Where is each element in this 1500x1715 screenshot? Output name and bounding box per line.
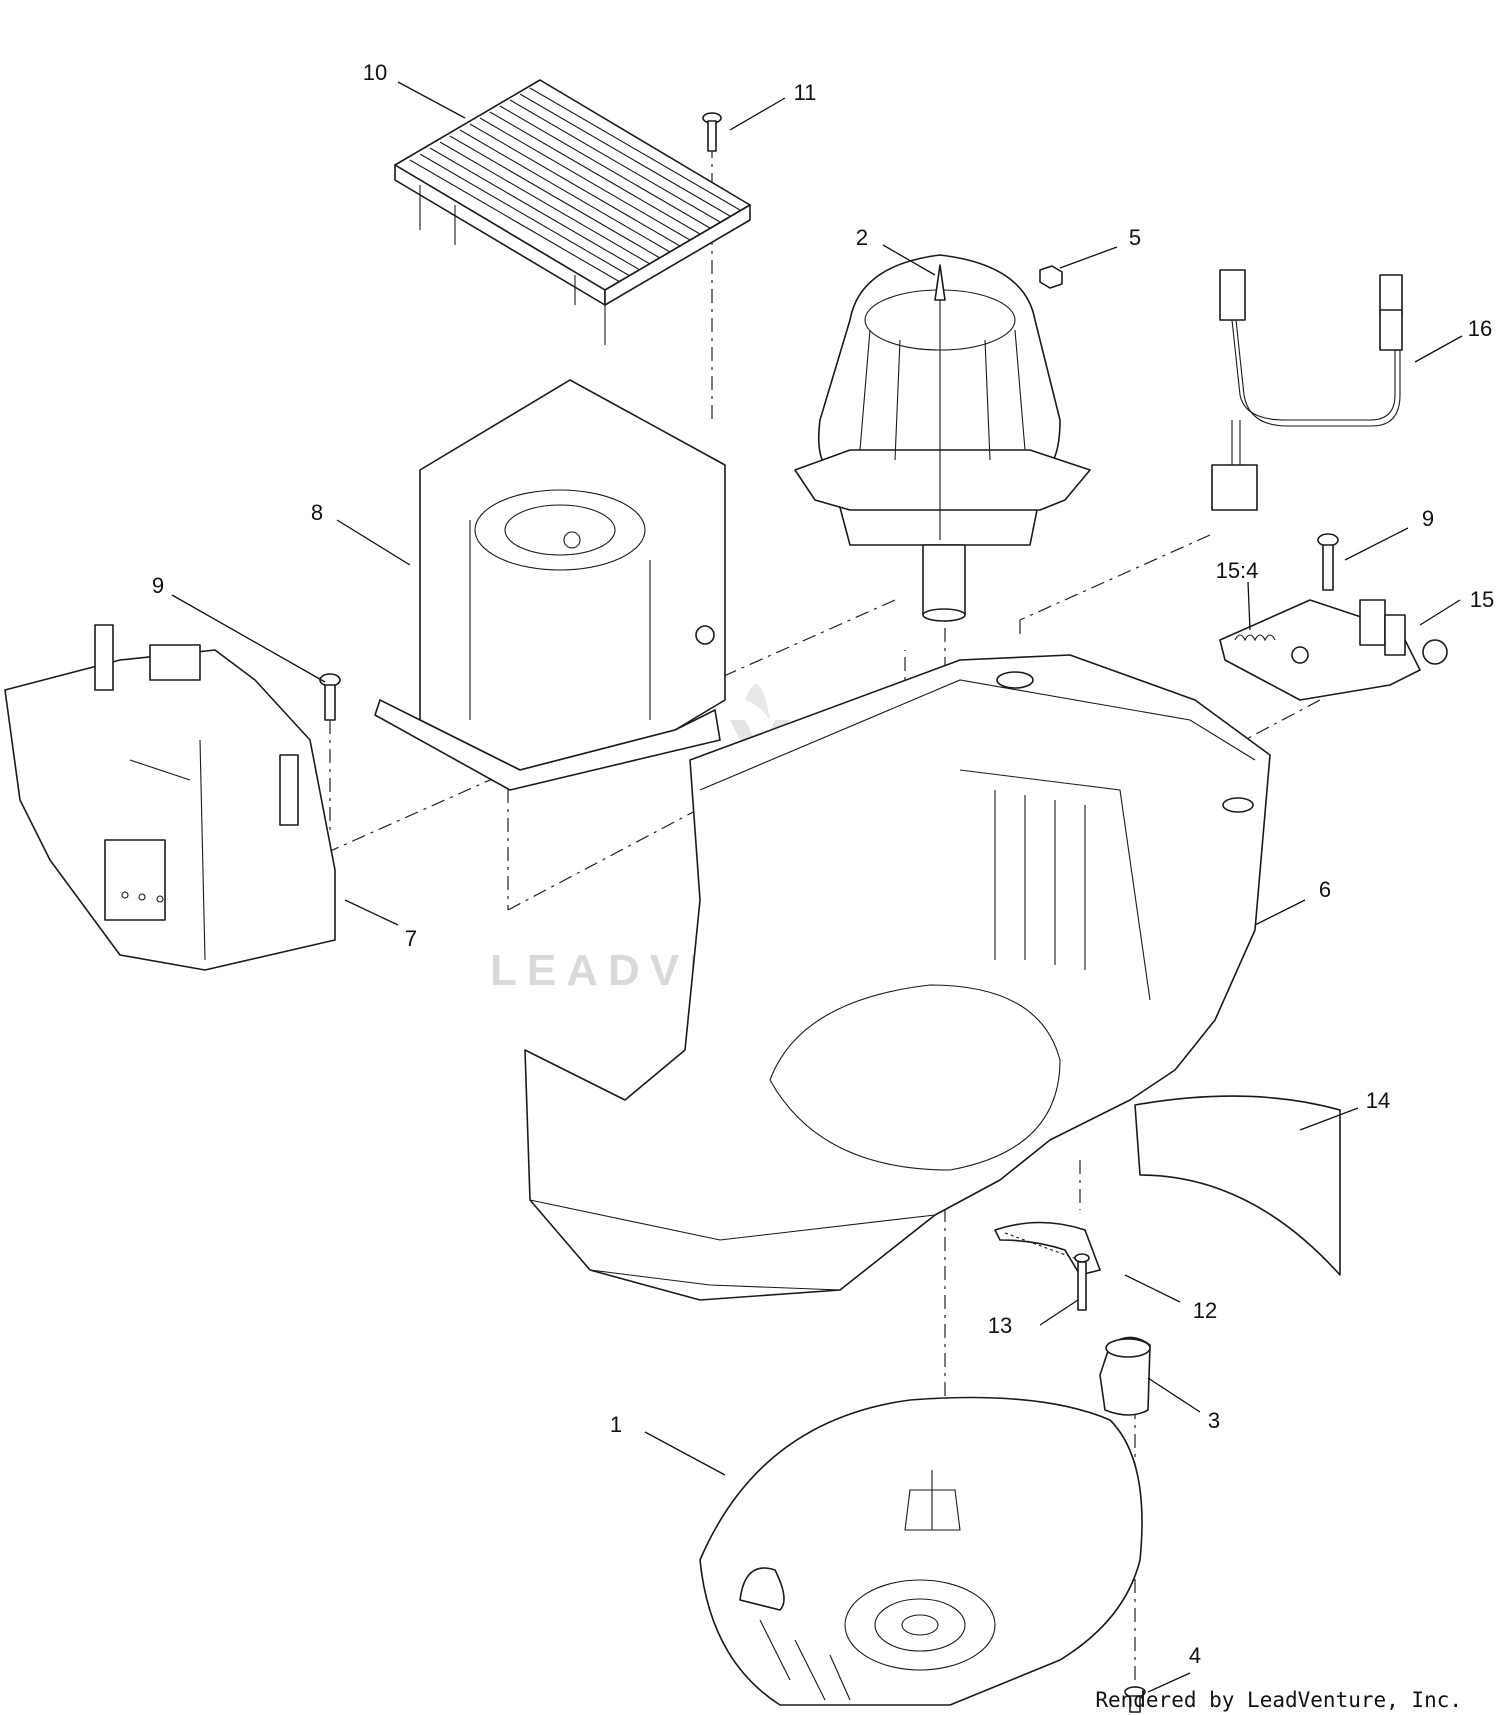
callout-6: 6 (1319, 877, 1331, 902)
callout-4: 4 (1189, 1643, 1201, 1668)
part-4-screw (1124, 1686, 1146, 1713)
part-3-knob (1099, 1336, 1151, 1416)
callout-2: 2 (856, 225, 868, 250)
callout-14: 14 (1366, 1088, 1390, 1113)
part-6-housing (524, 654, 1271, 1301)
part-13-screw (1074, 1253, 1090, 1311)
part-9-screw-left (319, 673, 341, 721)
callout-11: 11 (794, 80, 817, 105)
callout-10: 10 (363, 60, 387, 85)
part-11-screw (702, 112, 722, 152)
part-8-fan-shroud (374, 379, 726, 791)
part-2-motor (794, 254, 1091, 622)
callout-9-left: 9 (152, 573, 164, 598)
callout-labels: 10 11 2 5 16 8 9 9 15:4 15 6 7 14 13 12 … (152, 60, 1494, 1668)
callout-3: 3 (1208, 1408, 1220, 1433)
callout-1: 1 (610, 1412, 622, 1437)
callout-15-4: 15:4 (1216, 558, 1259, 583)
callout-9-right: 9 (1422, 506, 1434, 531)
part-15-switch-bracket (1219, 599, 1448, 701)
part-10-heatsink (394, 79, 751, 345)
part-16-harness (1211, 269, 1403, 511)
part-5-nut (1039, 265, 1063, 289)
part-1-base (699, 1396, 1143, 1706)
leader-lines (171, 81, 1463, 1693)
callout-12: 12 (1193, 1298, 1217, 1323)
part-14-shield (1134, 1095, 1341, 1276)
callout-15: 15 (1470, 587, 1494, 612)
part-9-screw-right (1317, 533, 1339, 591)
callout-7: 7 (405, 926, 417, 951)
callout-13: 13 (988, 1313, 1012, 1338)
part-12-grill (994, 1221, 1101, 1276)
callout-16: 16 (1468, 316, 1492, 341)
part-7-control-module (4, 624, 336, 971)
render-credit: Rendered by LeadVenture, Inc. (1095, 1688, 1462, 1712)
callout-5: 5 (1129, 225, 1141, 250)
callout-8: 8 (311, 500, 323, 525)
